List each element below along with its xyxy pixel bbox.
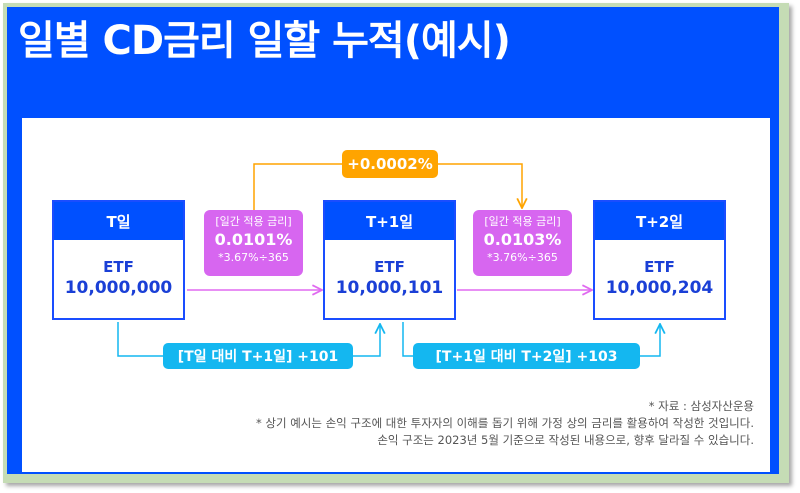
rate-label: [일간 적용 금리] <box>484 215 561 228</box>
day-label: T일 <box>54 202 183 240</box>
rate-percent: 0.0103% <box>483 230 562 249</box>
source-note: * 자료 : 삼성자산운용 <box>648 399 754 413</box>
asset-label: ETF <box>644 258 675 276</box>
rate-diff-badge: +0.0002% <box>342 150 438 178</box>
day-box-t2: T+2일 ETF 10,000,204 <box>593 200 726 320</box>
rate-percent: 0.0101% <box>214 230 293 249</box>
rate-label: [일간 적용 금리] <box>215 215 292 228</box>
day-box-t1: T+1일 ETF 10,000,101 <box>323 200 456 320</box>
day-label: T+1일 <box>325 202 454 240</box>
delta-badge-1: [T일 대비 T+1일] +101 <box>163 343 353 369</box>
page-title: 일별 CD금리 일할 누적(예시) <box>18 18 511 64</box>
delta-badge-2: [T+1일 대비 T+2일] +103 <box>413 343 640 369</box>
daily-rate-box-1: [일간 적용 금리] 0.0101% *3.67%÷365 <box>204 210 303 276</box>
asset-value: 10,000,000 <box>64 278 173 298</box>
rate-formula: *3.76%÷365 <box>487 251 558 264</box>
asset-label: ETF <box>374 258 405 276</box>
disclaimer-line-2: 손익 구조는 2023년 5월 기준으로 작성된 내용으로, 향후 달라질 수 … <box>377 433 754 447</box>
disclaimer-line-1: * 상기 예시는 손익 구조에 대한 투자자의 이해를 돕기 위해 가정 상의 … <box>255 416 754 430</box>
rate-formula: *3.67%÷365 <box>218 251 289 264</box>
day-box-t: T일 ETF 10,000,000 <box>52 200 185 320</box>
asset-label: ETF <box>103 258 134 276</box>
day-label: T+2일 <box>595 202 724 240</box>
asset-value: 10,000,101 <box>335 278 444 298</box>
asset-value: 10,000,204 <box>605 278 714 298</box>
daily-rate-box-2: [일간 적용 금리] 0.0103% *3.76%÷365 <box>473 210 572 276</box>
